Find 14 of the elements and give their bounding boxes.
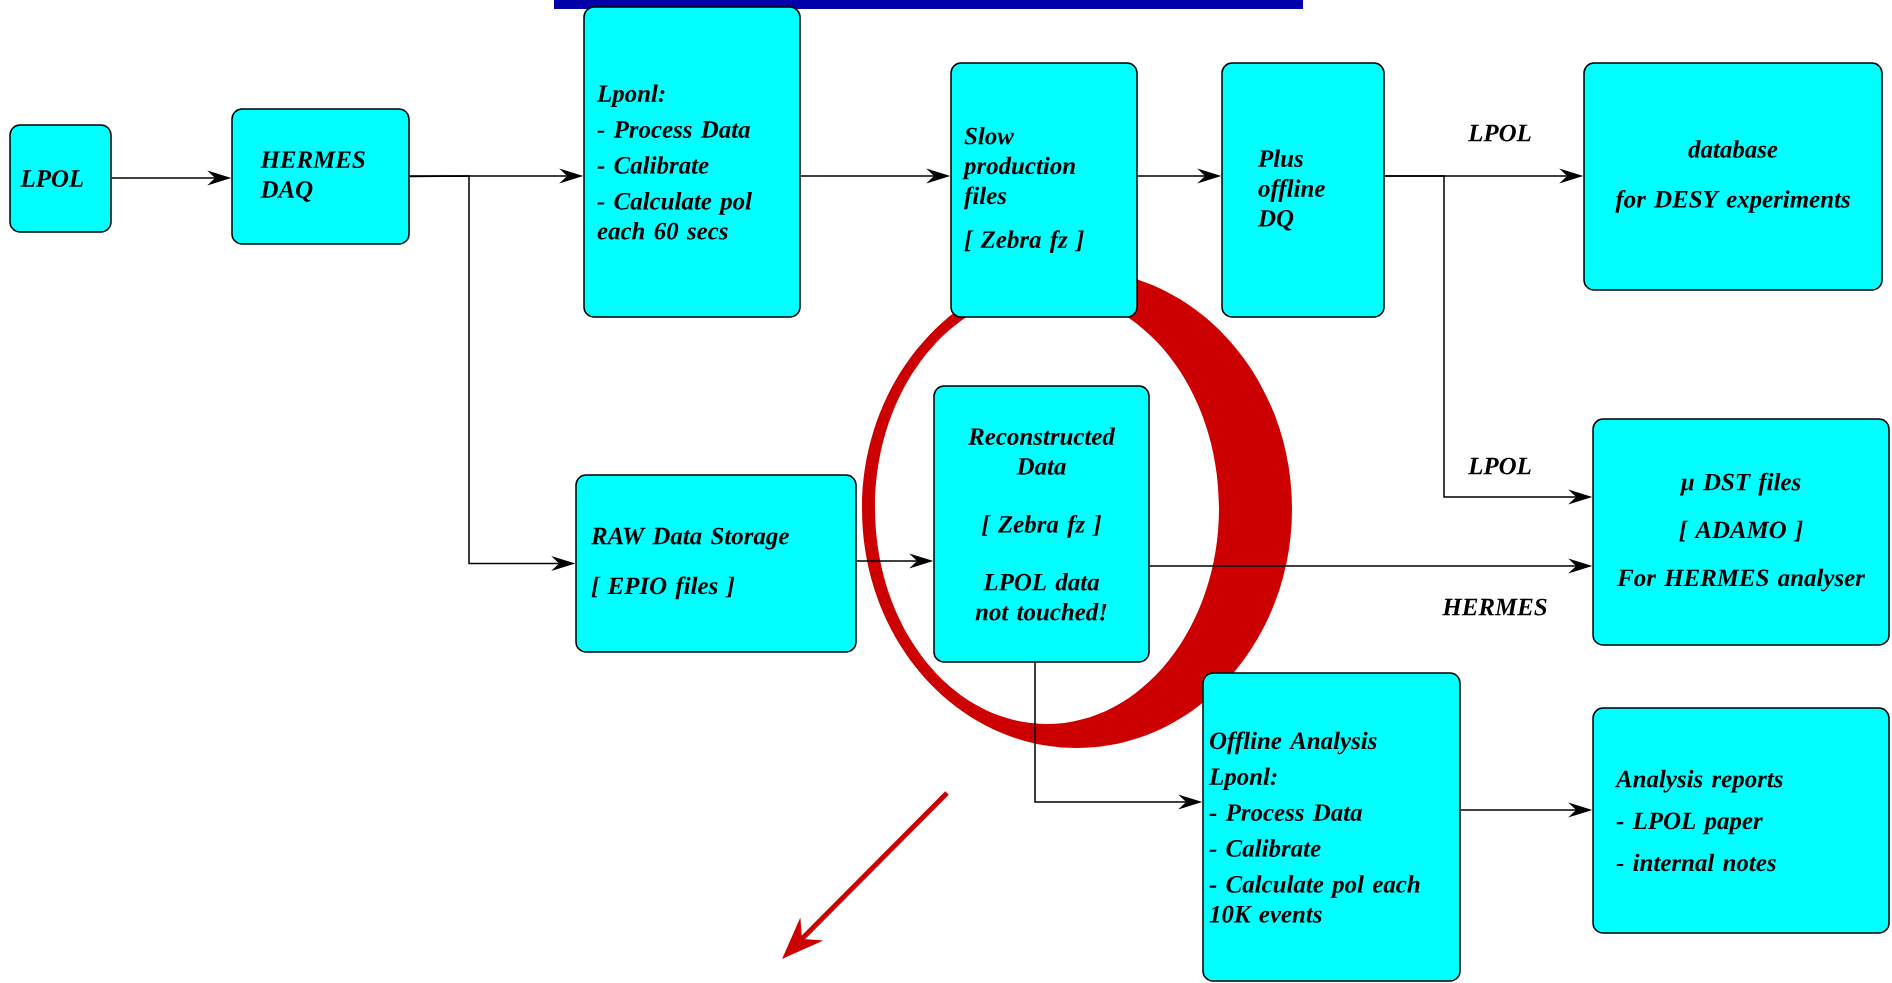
rounded-box: database for DESY experiments (1583, 62, 1883, 291)
rounded-box: Reconstructed Data [ Zebra fz ] LPOL data not touched! (933, 385, 1150, 663)
rounded-box: Analysis reports - LPOL paper - internal notes (1592, 707, 1890, 934)
rounded-box: LPOL (9, 124, 112, 233)
rounded-box: RAW Data Storage [ EPIO files ] (575, 474, 857, 653)
edge-label: LPOL (1466, 122, 1534, 144)
rounded-box: Plus offline DQ (1221, 62, 1385, 318)
rounded-box: HERMES DAQ (231, 108, 410, 245)
edge-label: HERMES (1440, 596, 1550, 618)
rounded-box: Lponl: - Process Data - Calibrate - Calculate pol each 60 secs (583, 6, 801, 318)
rounded-box: μ DST files [ ADAMO ] For HERMES analyser (1592, 418, 1890, 646)
rounded-box: Slow production files [ Zebra fz ] (950, 62, 1138, 318)
edge-label: LPOL (1466, 455, 1534, 477)
rounded-box: Offline Analysis Lponl: - Process Data - Calibrate - Calculate pol each 10K events (1202, 672, 1461, 982)
